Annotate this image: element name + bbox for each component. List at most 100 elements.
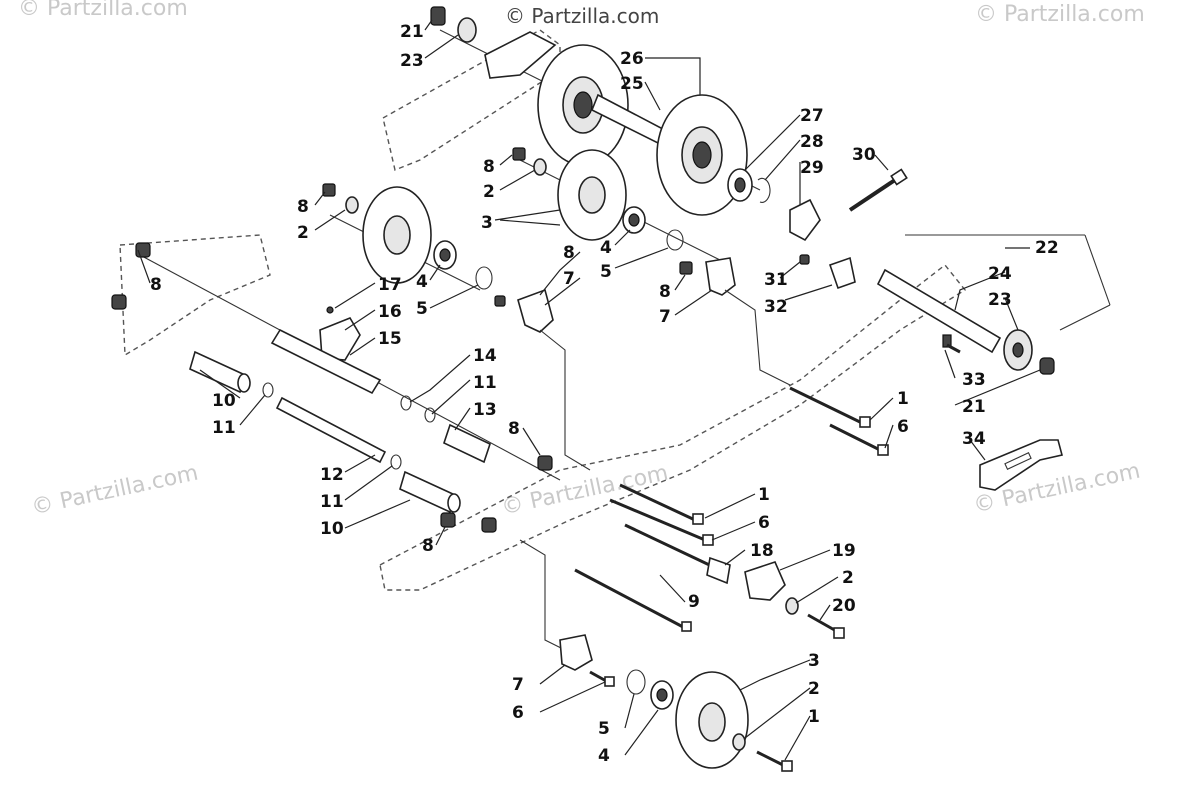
- callout-5: 5: [416, 299, 428, 319]
- nut-31: [799, 254, 810, 265]
- bearing-27: [727, 168, 753, 202]
- ring-14: [400, 395, 412, 411]
- callout-4: 4: [598, 746, 610, 766]
- block-19: [744, 561, 786, 601]
- callout-8: 8: [150, 275, 162, 295]
- callout-33: 33: [962, 370, 986, 390]
- main-rail-frame: [379, 264, 967, 591]
- callout-1: 1: [897, 389, 909, 409]
- callout-7: 7: [659, 307, 671, 327]
- callout-21: 21: [400, 22, 424, 42]
- washer-2-block: [785, 597, 799, 615]
- nut-8-arm-left: [494, 295, 506, 307]
- nut-8-frame-left-b: [111, 294, 127, 310]
- callout-10: 10: [320, 519, 344, 539]
- callout-26: 26: [620, 49, 644, 69]
- nut-8-left-upper: [322, 183, 336, 197]
- callout-31: 31: [764, 270, 788, 290]
- hub-23-right: [1003, 329, 1033, 371]
- callout-17: 17: [378, 275, 402, 295]
- callout-7: 7: [512, 675, 524, 695]
- callout-6: 6: [758, 513, 770, 533]
- washer-2-mid: [533, 158, 547, 176]
- bolt-30: [848, 168, 908, 212]
- callout-2: 2: [842, 568, 854, 588]
- adjuster-bracket-top: [484, 31, 557, 79]
- callout-8: 8: [297, 197, 309, 217]
- bogie-wheel-left-upper: [362, 186, 432, 284]
- callout-8: 8: [563, 243, 575, 263]
- callout-4: 4: [600, 238, 612, 258]
- leader-lines: [137, 19, 1041, 761]
- callout-5: 5: [600, 262, 612, 282]
- callout-11: 11: [212, 418, 236, 438]
- callout-34: 34: [962, 429, 986, 449]
- upper-idler-wheel-left: [537, 44, 629, 166]
- bolts-rail-center: [574, 483, 721, 632]
- callout-1: 1: [758, 485, 770, 505]
- bolt-33: [942, 334, 961, 354]
- callout-4: 4: [416, 272, 428, 292]
- nut-8-lower-b: [481, 517, 497, 533]
- callout-2: 2: [808, 679, 820, 699]
- callout-2: 2: [483, 182, 495, 202]
- spacer-13: [443, 423, 491, 464]
- nut-8-arm-right: [679, 261, 693, 275]
- shaft-12: [275, 396, 387, 464]
- callout-2: 2: [297, 223, 309, 243]
- upper-idler-wheel-right: [656, 94, 748, 216]
- callout-8: 8: [422, 536, 434, 556]
- callout-7: 7: [563, 269, 575, 289]
- arm-bracket-7-right: [705, 257, 791, 386]
- callout-6: 6: [897, 417, 909, 437]
- ring-11-lower: [390, 454, 402, 470]
- bolt-1-lower: [756, 750, 793, 772]
- callout-11: 11: [473, 373, 497, 393]
- callout-5: 5: [598, 719, 610, 739]
- callout-22: 22: [1035, 238, 1059, 258]
- callout-20: 20: [832, 596, 856, 616]
- spacer-29: [789, 198, 821, 242]
- callout-23: 23: [988, 290, 1012, 310]
- callout-30: 30: [852, 145, 876, 165]
- callout-14: 14: [473, 346, 497, 366]
- callout-10: 10: [212, 391, 236, 411]
- arm-bracket-7-lower: [519, 539, 593, 671]
- axle-assembly-22: [876, 234, 1111, 354]
- callout-24: 24: [988, 264, 1012, 284]
- bolts-rail-right: [789, 386, 889, 456]
- tube-15: [270, 328, 382, 395]
- callout-29: 29: [800, 158, 824, 178]
- bearing-4-left: [433, 240, 457, 270]
- callout-12: 12: [320, 465, 344, 485]
- callout-3: 3: [481, 213, 493, 233]
- callout-23: 23: [400, 51, 424, 71]
- callout-labels: 21 23 26 25 27 28 29 30 8 2 3 8 2 4 5 8 …: [150, 22, 1059, 766]
- ring-5-lower: [626, 669, 646, 695]
- callout-21: 21: [962, 397, 986, 417]
- bracket-34: [979, 439, 1063, 491]
- bearing-4-mid: [622, 206, 646, 234]
- ring-11-mid: [424, 407, 436, 423]
- callout-25: 25: [620, 74, 644, 94]
- clip-32: [828, 256, 856, 290]
- nut-21-top: [430, 6, 446, 26]
- ring-5-left: [475, 266, 493, 290]
- callout-27: 27: [800, 106, 824, 126]
- callout-11: 11: [320, 492, 344, 512]
- callout-6: 6: [512, 703, 524, 723]
- nut-8-mid-upper: [512, 147, 526, 161]
- bogie-wheel-lower: [675, 671, 749, 769]
- nut-8-lower-a: [440, 512, 456, 528]
- callout-3: 3: [808, 651, 820, 671]
- bracket-16: [319, 306, 361, 361]
- ring-11-upper: [262, 382, 274, 398]
- spacer-18: [706, 556, 731, 585]
- callout-9: 9: [688, 592, 700, 612]
- bogie-wheel-mid-upper: [557, 149, 627, 241]
- callout-28: 28: [800, 132, 824, 152]
- callout-13: 13: [473, 400, 497, 420]
- bearing-4-lower: [650, 680, 674, 710]
